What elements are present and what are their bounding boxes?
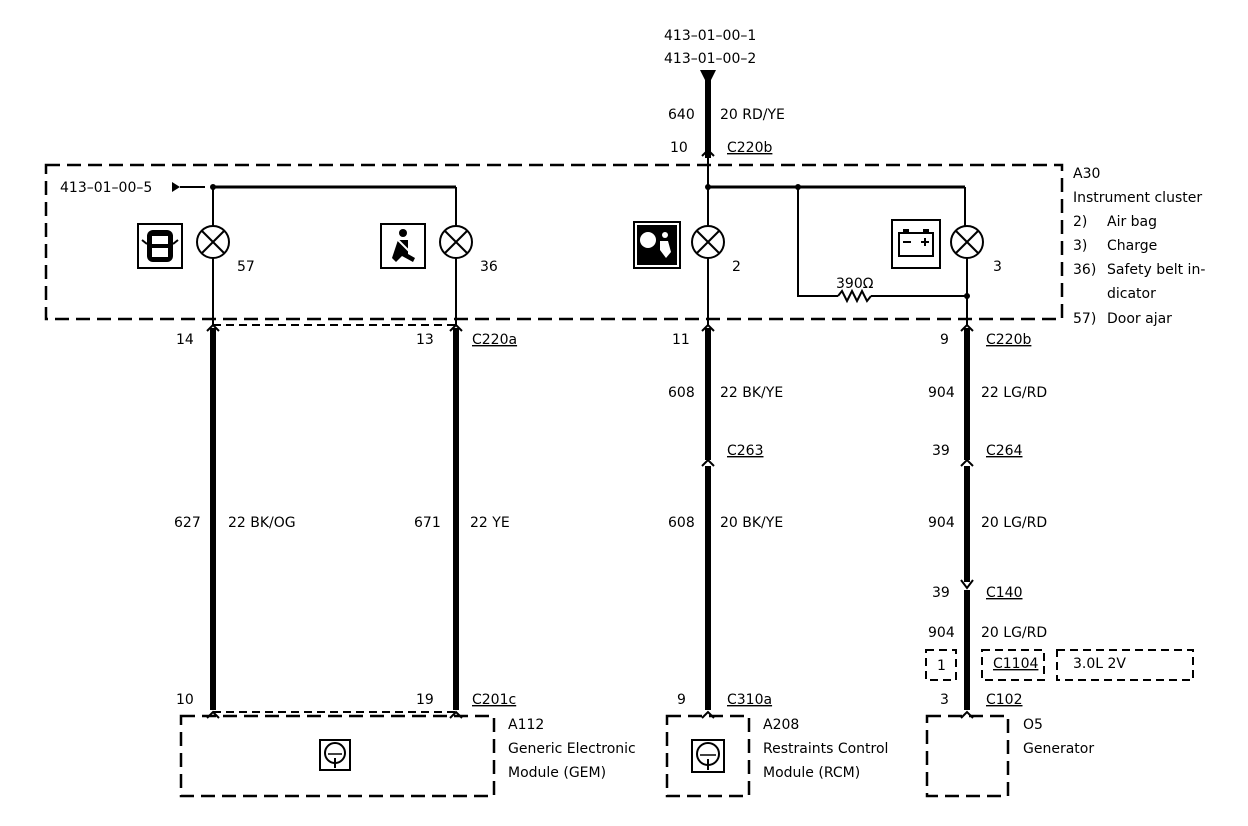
- lamp-36: [439, 225, 473, 259]
- gem-module-box: [179, 714, 496, 798]
- lamp-2-label: 2: [732, 259, 741, 275]
- battery-icon: [891, 219, 941, 269]
- w4-connector-c264: C264: [986, 443, 1023, 459]
- w1-pin-top: 14: [176, 332, 194, 348]
- c1104-box: [981, 649, 1045, 681]
- legend-text-5: Door ajar: [1107, 311, 1172, 327]
- legend-text-1: Air bag: [1107, 214, 1157, 230]
- w2-gauge-color: 22 YE: [470, 515, 510, 531]
- w4-pin-c264: 39: [932, 443, 950, 459]
- seat-belt-icon: [380, 223, 426, 269]
- door-ajar-icon: [137, 223, 183, 269]
- w4-engine: 3.0L 2V: [1073, 656, 1126, 672]
- feed-arrow: [700, 70, 716, 86]
- w3-connector-bottom: C310a: [727, 692, 772, 708]
- w1-circuit: 627: [174, 515, 201, 531]
- resistor-symbol: [837, 288, 872, 304]
- lamp-57: [196, 225, 230, 259]
- lamp-2: [691, 225, 725, 259]
- feed-pin: 10: [670, 140, 688, 156]
- left-ref: 413–01–00–5: [60, 180, 152, 196]
- rcm-line1: Restraints Control: [763, 741, 888, 757]
- cluster-id: A30: [1073, 166, 1100, 182]
- legend-num-2: 3): [1073, 238, 1087, 254]
- w4-circuit-a: 904: [928, 385, 955, 401]
- gem-id: A112: [508, 717, 544, 733]
- c220-mark-1: [206, 323, 220, 332]
- legend-num-1: 2): [1073, 214, 1087, 230]
- w2-circuit: 671: [414, 515, 441, 531]
- w4-gauge-color-a: 22 LG/RD: [981, 385, 1047, 401]
- w4-connector-c1104: C1104: [993, 656, 1038, 672]
- gen-id: O5: [1023, 717, 1043, 733]
- legend-text-2: Charge: [1107, 238, 1157, 254]
- w3-gauge-color-b: 20 BK/YE: [720, 515, 783, 531]
- w4-connector-c140: C140: [986, 585, 1023, 601]
- legend-num-3: 36): [1073, 262, 1096, 278]
- cluster-box: [44, 163, 1064, 321]
- w3-pin-top: 11: [672, 332, 690, 348]
- w4-pin-top: 9: [940, 332, 949, 348]
- w3-gauge-color-a: 22 BK/YE: [720, 385, 783, 401]
- w2-connector-top: C220a: [472, 332, 517, 348]
- air-bag-icon: [633, 221, 681, 269]
- w4-circuit-c: 904: [928, 625, 955, 641]
- lamp-3-label: 3: [993, 259, 1002, 275]
- gem-line2: Module (GEM): [508, 765, 606, 781]
- w4-box-pin: 1: [937, 658, 946, 674]
- w4-pin-c140: 39: [932, 585, 950, 601]
- legend-text-4: dicator: [1107, 286, 1156, 302]
- top-ref-1: 413–01–00–1: [664, 28, 756, 44]
- cluster-name: Instrument cluster: [1073, 190, 1202, 206]
- feed-gauge-color: 20 RD/YE: [720, 107, 785, 123]
- w2-pin-top: 13: [416, 332, 434, 348]
- resistor-value: 390Ω: [836, 276, 874, 292]
- w4-circuit-b: 904: [928, 515, 955, 531]
- w2-connector-bottom: C201c: [472, 692, 516, 708]
- c263-mark: [701, 458, 715, 467]
- w1-pin-bottom: 10: [176, 692, 194, 708]
- w4-connector-top: C220b: [986, 332, 1031, 348]
- w3-circuit-b: 608: [668, 515, 695, 531]
- w1-gauge-color: 22 BK/OG: [228, 515, 296, 531]
- lamp-36-label: 36: [480, 259, 498, 275]
- top-ref-2: 413–01–00–2: [664, 51, 756, 67]
- w4-gauge-color-c: 20 LG/RD: [981, 625, 1047, 641]
- rcm-module-box: [665, 714, 751, 798]
- rcm-line2: Module (RCM): [763, 765, 860, 781]
- legend-num-5: 57): [1073, 311, 1096, 327]
- feed-circuit: 640: [668, 107, 695, 123]
- c220-mark-4: [960, 323, 974, 332]
- w4-pin-bottom: 3: [940, 692, 949, 708]
- resistor-branch: [797, 187, 838, 297]
- rcm-id: A208: [763, 717, 799, 733]
- c220-mark-2: [449, 323, 463, 332]
- c220-mark-3: [701, 323, 715, 332]
- left-ref-arrow: [172, 182, 180, 192]
- w4-gauge-color-b: 20 LG/RD: [981, 515, 1047, 531]
- gem-ground-icon: [319, 739, 351, 771]
- feed-connector-mark: [701, 148, 715, 157]
- engine-box: [1056, 649, 1194, 681]
- w3-pin-bottom: 9: [677, 692, 686, 708]
- c140-mark: [960, 579, 974, 590]
- generator-module-box: [925, 714, 1010, 798]
- lamp-3: [950, 225, 984, 259]
- feed-connector: C220b: [727, 140, 772, 156]
- w3-connector-mid: C263: [727, 443, 764, 459]
- w2-pin-bottom: 19: [416, 692, 434, 708]
- rcm-ground-icon: [691, 739, 725, 773]
- lamp-57-label: 57: [237, 259, 255, 275]
- gen-line1: Generator: [1023, 741, 1094, 757]
- legend-text-3: Safety belt in-: [1107, 262, 1205, 278]
- right-bus-splice-1: [705, 184, 711, 190]
- w4-pin-box: [925, 649, 957, 681]
- w4-connector-bottom: C102: [986, 692, 1023, 708]
- gem-line1: Generic Electronic: [508, 741, 636, 757]
- w3-circuit-a: 608: [668, 385, 695, 401]
- c264-mark: [960, 458, 974, 467]
